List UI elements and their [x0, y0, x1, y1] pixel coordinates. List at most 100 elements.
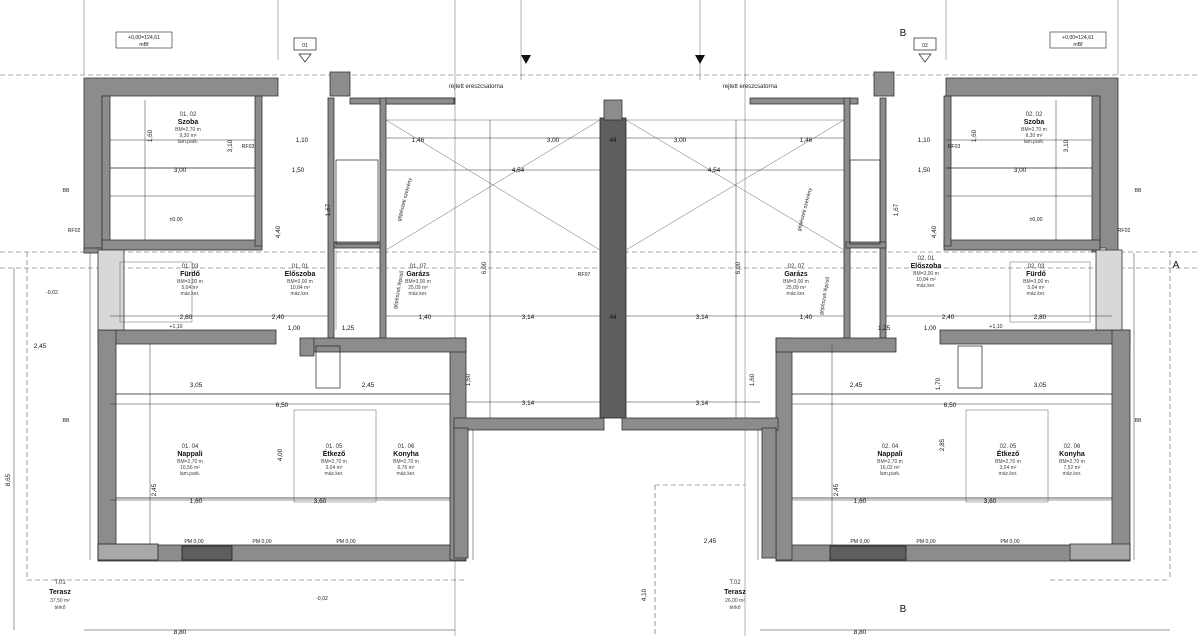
- note-rf07: RF07: [578, 272, 591, 278]
- room-name: Szoba: [1024, 119, 1045, 126]
- interior-lines: [110, 119, 1112, 503]
- room-id: 02. 04: [882, 444, 899, 450]
- note-rf02-left: RF02: [68, 228, 81, 234]
- dim-160-r2: 1,60: [749, 373, 756, 386]
- elevation-boxes: +0,00=124,61 mBf +0,00=124,61 mBf: [115, 31, 1107, 49]
- dim-305-r: 3,05: [1034, 382, 1047, 389]
- room-height: BM=2,70 m: [321, 459, 347, 465]
- room-name: Nappali: [877, 451, 902, 458]
- dim-454-r: 4,54: [708, 167, 721, 174]
- spot-levels: PM 0,00 PM 0,00 PM 0,00 PM 0,00 PM 0,00 …: [46, 217, 1042, 602]
- room-area: 9,30 m²: [1026, 133, 1043, 139]
- dim-146-r: 1,46: [800, 137, 813, 144]
- dim-160-l3: 1,60: [190, 498, 203, 505]
- terrace-area-left: 37,50 m²: [50, 598, 70, 604]
- level-zero-r: ±0,00: [1030, 217, 1043, 223]
- dim-280-r: 2,80: [1034, 314, 1047, 321]
- dim-310-l: 3,10: [227, 139, 234, 152]
- dim-300-r1: 3,00: [1014, 167, 1027, 174]
- axis-marker-01-box: [293, 37, 317, 51]
- room-name: Étkező: [997, 449, 1020, 458]
- room-floor: máz.ker.: [181, 291, 200, 297]
- room-floor: máz.ker.: [787, 291, 806, 297]
- dim-865-l: 8,65: [5, 473, 12, 486]
- dim-146-l: 1,46: [412, 137, 425, 144]
- dim-44-c2: 44: [609, 314, 617, 321]
- room-height: BM=2,70 m: [393, 459, 419, 465]
- room-height: BM=3,00 m: [783, 279, 809, 285]
- room-floor: máz.ker.: [917, 283, 936, 289]
- dim-245-r2: 2,45: [833, 483, 840, 496]
- room-area: 25,09 m²: [786, 285, 806, 291]
- level-zero-l: ±0,00: [170, 217, 183, 223]
- dim-880-l: 8,80: [174, 629, 187, 636]
- dim-410-l: 4,10: [641, 588, 648, 601]
- room-height: BM=3,00 m: [1023, 279, 1049, 285]
- terrace-id-left: T.01: [54, 580, 66, 586]
- note-stairs-left: gépészeti lépcső: [393, 270, 406, 309]
- terrace-name-right: Terasz: [724, 589, 746, 596]
- level-pm-r3: PM 0,00: [1000, 539, 1019, 545]
- room-height: BM=2,70 m: [995, 459, 1021, 465]
- terrace-floor-left: térkő: [54, 605, 65, 611]
- level-pm-r2: PM 0,00: [916, 539, 935, 545]
- dim-300-l1: 3,00: [174, 167, 187, 174]
- terrace-name-left: Terasz: [49, 589, 71, 596]
- dim-160-r3: 1,60: [854, 498, 867, 505]
- note-eaves-left: rejtett ereszcsatorna: [449, 84, 504, 90]
- dim-140-l: 1,40: [419, 314, 432, 321]
- room-area: 3,04 m²: [1000, 465, 1017, 471]
- dim-305-l: 3,05: [190, 382, 203, 389]
- dim-245-l2: 2,45: [151, 483, 158, 496]
- dim-650-l: 6,50: [276, 402, 289, 409]
- room-id: 02. 06: [1064, 444, 1081, 450]
- room-area: 16,02 m²: [880, 465, 900, 471]
- room-area: 6,76 m²: [398, 465, 415, 471]
- room-height: BM=2,70 m: [877, 459, 903, 465]
- room-floor: máz.ker.: [1063, 471, 1082, 477]
- dim-160-l: 1,60: [147, 129, 154, 142]
- dim-600-r: 6,00: [735, 261, 742, 274]
- elevation-unit-right: mBf: [1073, 42, 1083, 48]
- dim-285-r: 2,85: [939, 438, 946, 451]
- dim-170-r: 1,70: [935, 377, 942, 390]
- level-pm-l2: PM 0,00: [252, 539, 271, 545]
- room-id: 01. 01: [292, 264, 309, 270]
- room-name: Előszoba: [911, 263, 942, 270]
- level-110-r: +1,10: [989, 324, 1002, 330]
- level-pm-r1: PM 0,00: [850, 539, 869, 545]
- dim-160-r: 1,60: [971, 129, 978, 142]
- triangle-marker-left: [521, 55, 531, 64]
- dim-314-r: 3,14: [696, 314, 709, 321]
- dim-280-l: 2,80: [180, 314, 193, 321]
- room-id: 01. 07: [410, 264, 427, 270]
- room-height: BM=2,70 m: [1059, 459, 1085, 465]
- left-unit-walls: [83, 71, 605, 562]
- elevation-level-left: +0,00=124,61: [128, 35, 160, 41]
- room-area: 10,84 m²: [916, 277, 936, 283]
- axis-marker-02: 02: [922, 43, 928, 49]
- room-floor: lam.park.: [178, 139, 199, 145]
- level-minus-l: -0,02: [46, 290, 58, 296]
- room-name: Szoba: [178, 119, 199, 126]
- elevation-unit-left: mBf: [139, 42, 149, 48]
- dim-650-r: 6,50: [944, 402, 957, 409]
- room-area: 25,09 m²: [408, 285, 428, 291]
- room-area: 3,04 m²: [326, 465, 343, 471]
- room-area: 7,52 m²: [1064, 465, 1081, 471]
- section-label-bb-right2: BB: [1135, 418, 1142, 424]
- room-id: 01. 06: [398, 444, 415, 450]
- room-name: Garázs: [406, 271, 429, 278]
- room-id: 02. 01: [918, 256, 935, 262]
- elevation-level-right: +0,00=124,61: [1062, 35, 1094, 41]
- axis-marker-01: 01: [302, 43, 308, 49]
- dim-300-r2: 3,00: [674, 137, 687, 144]
- dim-140-r: 1,40: [800, 314, 813, 321]
- dim-245-l: 2,45: [362, 382, 375, 389]
- dim-314-l: 3,14: [522, 314, 535, 321]
- room-height: BM=2,70 m: [177, 459, 203, 465]
- note-stairs-right: gépészeti lépcső: [819, 276, 832, 315]
- room-name: Nappali: [177, 451, 202, 458]
